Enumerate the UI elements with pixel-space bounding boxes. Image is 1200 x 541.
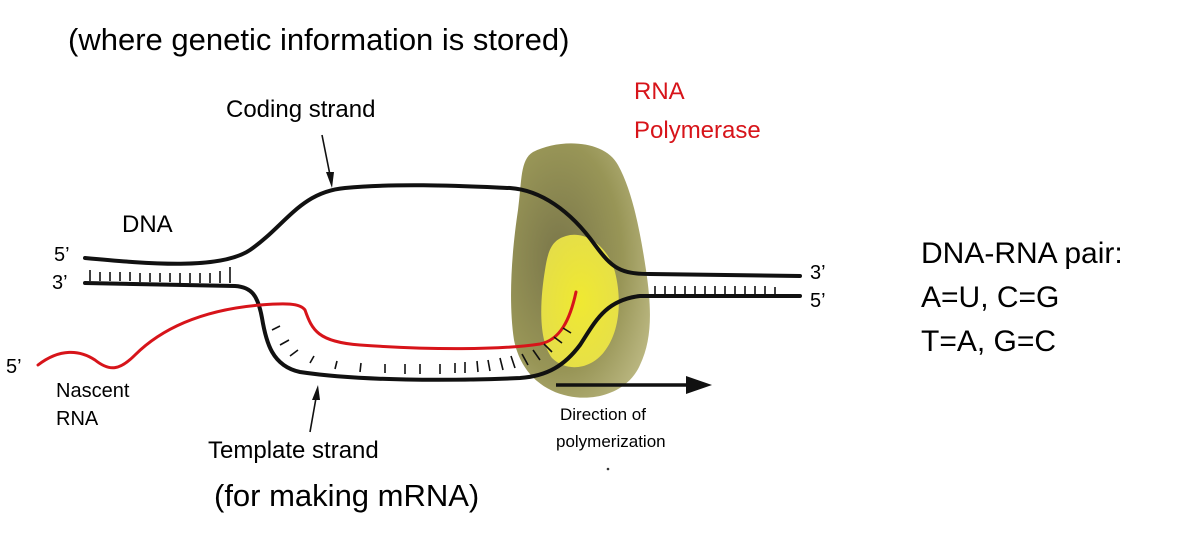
three-prime-left-label: 3’ [52,272,68,294]
dna-label: DNA [122,211,173,238]
base-pair-ticks-bubble [271,325,572,374]
pairing-title: DNA-RNA pair: [921,237,1123,270]
template-strand-pointer [309,385,320,433]
template-strand-label: Template strand [208,437,379,464]
nascent-rna-strand [36,290,578,370]
rna-polymerase-label-line2: Polymerase [634,117,761,144]
coding-strand-pointer [321,134,334,188]
pairing-rule-1: A=U, C=G [921,281,1060,314]
header-note: (where genetic information is stored) [68,22,570,57]
template-note: (for making mRNA) [214,478,480,513]
nascent-rna-label-line2: RNA [56,408,99,430]
three-prime-right-label: 3’ [810,262,826,284]
pairing-rules: DNA-RNA pair: A=U, C=G T=A, G=C [921,232,1123,364]
pairing-rule-2: T=A, G=C [921,325,1057,358]
five-prime-rna-label: 5’ [6,356,22,378]
base-pair-ticks-left [89,267,231,283]
coding-strand [83,183,802,278]
rna-polymerase-label-line1: RNA [634,78,685,105]
template-strand [83,281,802,382]
coding-strand-label: Coding strand [226,96,376,123]
five-prime-right-label: 5’ [810,290,826,312]
direction-arrow [556,376,712,394]
nascent-rna-label-line1: Nascent [56,380,130,402]
stray-dot [606,467,610,471]
rna-polymerase-active-site [541,234,619,368]
five-prime-top-left-label: 5’ [54,244,70,266]
direction-label-line1: Direction of [560,405,646,424]
direction-label-line2: polymerization [556,432,666,451]
base-pair-ticks-right [654,286,776,295]
